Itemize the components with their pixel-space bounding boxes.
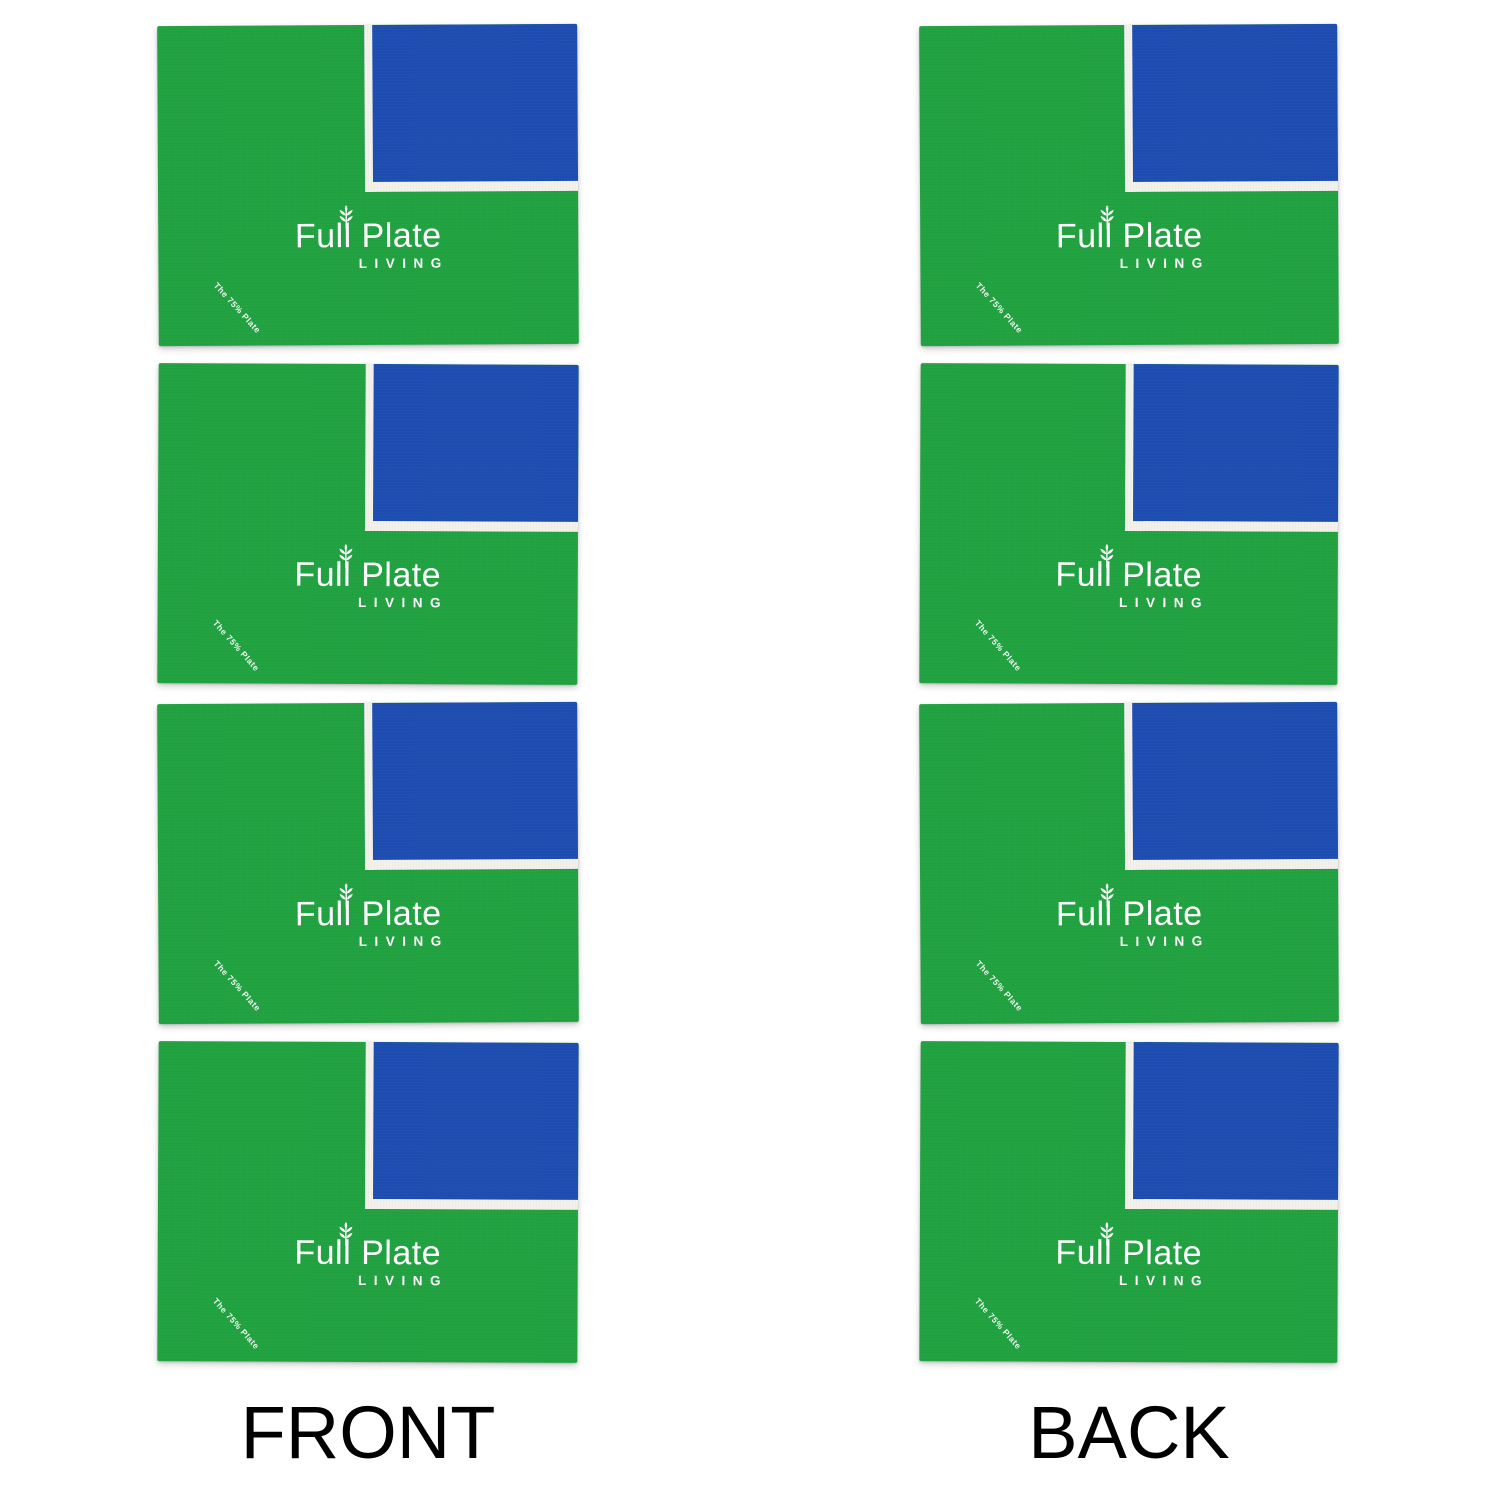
wheat-icon <box>339 883 353 908</box>
full-plate-logo: Full Plate LIVING <box>158 543 578 610</box>
wheat-icon <box>338 1221 353 1246</box>
back-card-stack: Full Plate LIVING <box>919 23 1339 1363</box>
wheat-icon <box>1099 543 1114 568</box>
logo-wordmark-text: Full Plate <box>294 1233 442 1273</box>
logo-subtext: LIVING <box>357 594 449 611</box>
logo-wordmark: Full Plate <box>1055 205 1203 256</box>
diagonal-note: The 75% Plate <box>973 280 1025 336</box>
wheat-icon <box>1100 883 1114 908</box>
logo-subtext: LIVING <box>1119 933 1210 950</box>
logo-wordmark: Full Plate <box>1055 883 1203 934</box>
wheat-icon <box>1100 205 1114 230</box>
full-plate-logo: Full Plate LIVING <box>158 883 578 950</box>
blue-quarter-panel <box>364 23 579 193</box>
diagonal-note: The 75% Plate <box>972 618 1024 674</box>
wheat-icon <box>1099 1221 1114 1246</box>
blue-quarter-panel <box>1124 1041 1339 1210</box>
blue-quarter-panel <box>364 701 579 871</box>
logo-wordmark: Full Plate <box>1055 1221 1203 1273</box>
placemat-front-1: Full Plate LIVING <box>157 23 579 347</box>
placemat-front-3: Full Plate LIVING <box>157 701 579 1025</box>
logo-subtext: LIVING <box>358 255 449 272</box>
full-plate-logo: Full Plate LIVING <box>920 205 1338 272</box>
full-plate-logo: Full Plate LIVING <box>920 883 1338 950</box>
full-plate-logo: Full Plate LIVING <box>158 205 578 272</box>
logo-lockup: Full Plate LIVING <box>294 883 449 949</box>
diagonal-note: The 75% Plate <box>210 618 262 674</box>
logo-wordmark: Full Plate <box>294 543 442 595</box>
logo-lockup: Full Plate LIVING <box>294 1221 448 1288</box>
back-label: BACK <box>1028 1391 1230 1474</box>
diagonal-note: The 75% Plate <box>211 958 263 1014</box>
logo-subtext: LIVING <box>1118 1272 1210 1289</box>
blue-quarter-panel <box>1124 23 1339 193</box>
diagonal-note: The 75% Plate <box>211 280 263 336</box>
logo-lockup: Full Plate LIVING <box>294 205 449 271</box>
front-label: FRONT <box>240 1391 496 1474</box>
full-plate-logo: Full Plate LIVING <box>920 1221 1338 1288</box>
blue-quarter-panel <box>1124 363 1339 532</box>
blue-quarter-panel <box>364 363 579 532</box>
logo-wordmark: Full Plate <box>294 205 442 256</box>
logo-lockup: Full Plate LIVING <box>1055 205 1210 271</box>
full-plate-logo: Full Plate LIVING <box>920 543 1338 610</box>
blue-quarter-panel <box>1124 701 1339 871</box>
logo-wordmark-text: Full Plate <box>1055 555 1203 595</box>
logo-wordmark: Full Plate <box>294 883 442 934</box>
logo-subtext: LIVING <box>1118 594 1210 611</box>
logo-wordmark-text: Full Plate <box>294 894 442 934</box>
logo-wordmark-text: Full Plate <box>1055 216 1203 256</box>
logo-subtext: LIVING <box>357 1272 449 1289</box>
placemat-back-2: Full Plate LIVING <box>919 363 1339 685</box>
placemat-back-3: Full Plate LIVING <box>919 701 1339 1025</box>
diagonal-note: The 75% Plate <box>210 1296 262 1352</box>
logo-wordmark-text: Full Plate <box>1055 894 1203 934</box>
full-plate-logo: Full Plate LIVING <box>158 1221 578 1288</box>
blue-quarter-panel <box>364 1041 579 1210</box>
back-column: Full Plate LIVING <box>919 23 1339 1474</box>
logo-lockup: Full Plate LIVING <box>294 543 448 610</box>
logo-subtext: LIVING <box>358 933 449 950</box>
logo-lockup: Full Plate LIVING <box>1055 543 1209 610</box>
placemat-back-1: Full Plate LIVING <box>919 23 1339 347</box>
logo-wordmark-text: Full Plate <box>1055 1233 1203 1273</box>
placemat-front-2: Full Plate LIVING <box>157 363 579 685</box>
wheat-icon <box>338 543 353 568</box>
logo-subtext: LIVING <box>1119 255 1210 272</box>
placemat-front-4: Full Plate LIVING <box>157 1041 579 1363</box>
wheat-icon <box>339 205 353 230</box>
diagonal-note: The 75% Plate <box>972 1296 1024 1352</box>
front-column: Full Plate LIVING <box>157 23 579 1474</box>
logo-wordmark: Full Plate <box>294 1221 442 1273</box>
logo-wordmark: Full Plate <box>1055 543 1203 595</box>
logo-lockup: Full Plate LIVING <box>1055 883 1210 949</box>
logo-wordmark-text: Full Plate <box>294 555 442 595</box>
placemat-back-4: Full Plate LIVING <box>919 1041 1339 1363</box>
diagonal-note: The 75% Plate <box>973 958 1025 1014</box>
front-card-stack: Full Plate LIVING <box>157 23 579 1363</box>
logo-lockup: Full Plate LIVING <box>1055 1221 1209 1288</box>
logo-wordmark-text: Full Plate <box>294 216 442 256</box>
